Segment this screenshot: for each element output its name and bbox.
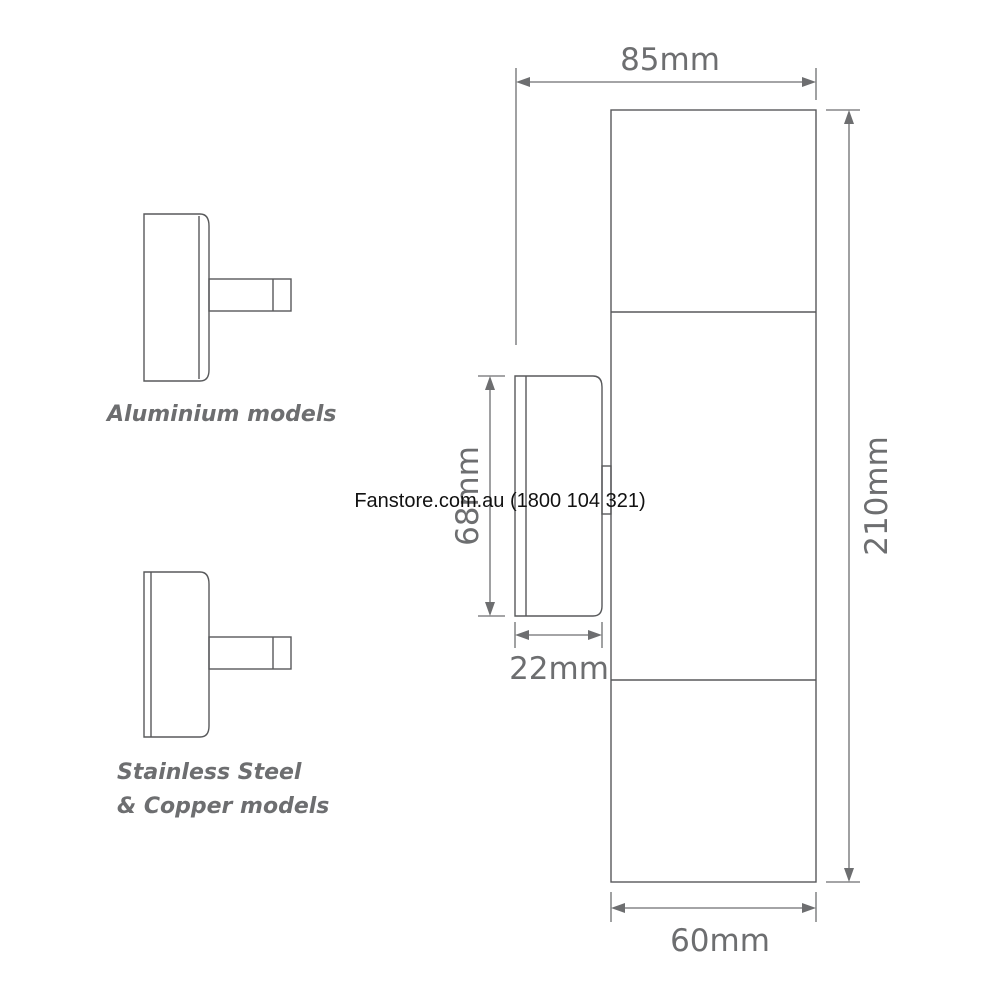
- aluminium-caption: Aluminium models: [105, 402, 337, 427]
- width-bottom-label: 60mm: [670, 923, 770, 959]
- dimension-height: [826, 109, 860, 883]
- dimension-bracket-depth: [514, 622, 603, 648]
- dimension-width-top: [515, 68, 817, 345]
- dimension-width-bottom: [610, 892, 817, 922]
- steel-copper-mount-drawing: [143, 571, 292, 738]
- dimension-bracket-height: [478, 375, 505, 617]
- height-label: 210mm: [859, 436, 895, 556]
- steel-caption-line1: Stainless Steel: [117, 760, 302, 785]
- bracket-height-label: 68mm: [450, 446, 486, 546]
- aluminium-mount-drawing: [143, 213, 292, 382]
- bracket-depth-label: 22mm: [509, 651, 609, 687]
- width-top-label: 85mm: [620, 42, 720, 78]
- watermark-text: Fanstore.com.au (1800 104 321): [354, 490, 645, 512]
- bracket-drawing: [514, 375, 612, 617]
- steel-caption-line2: & Copper models: [117, 794, 329, 819]
